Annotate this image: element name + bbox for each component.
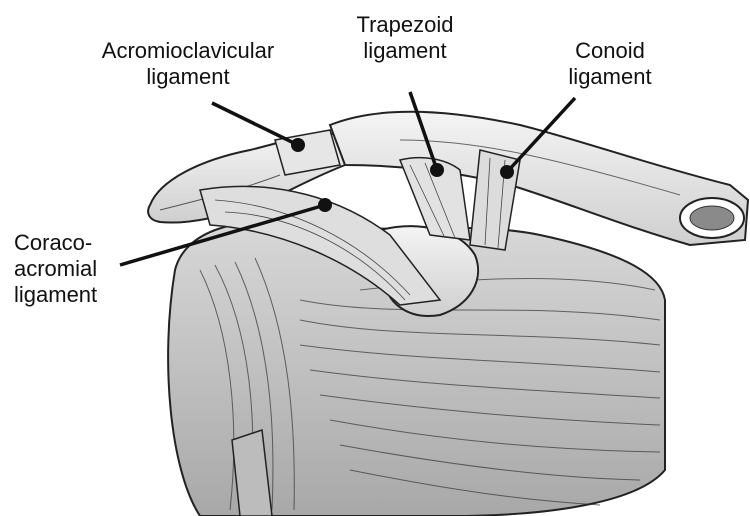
label-acromioclavicular-ligament: Acromioclavicular ligament [78,38,298,90]
leader-acromioclavicular [212,103,298,145]
label-conoid-ligament: Conoid ligament [545,38,675,90]
dot-conoid [500,165,514,179]
label-conoid-line1: Conoid [545,38,675,64]
label-trapezoid-line2: ligament [340,38,470,64]
label-coracoacromial-line1: Coraco- [14,230,154,256]
label-coracoacromial-line2: acromial [14,256,154,282]
label-coracoacromial-line3: ligament [14,282,154,308]
dot-acromioclavicular [291,138,305,152]
label-acromioclavicular-line2: ligament [78,64,298,90]
label-trapezoid-ligament: Trapezoid ligament [340,12,470,64]
label-acromioclavicular-line1: Acromioclavicular [78,38,298,64]
label-coracoacromial-ligament: Coraco- acromial ligament [14,230,154,308]
label-trapezoid-line1: Trapezoid [340,12,470,38]
label-conoid-line2: ligament [545,64,675,90]
clavicle [330,112,748,245]
dot-coracoacromial [318,198,332,212]
dot-trapezoid [430,163,444,177]
